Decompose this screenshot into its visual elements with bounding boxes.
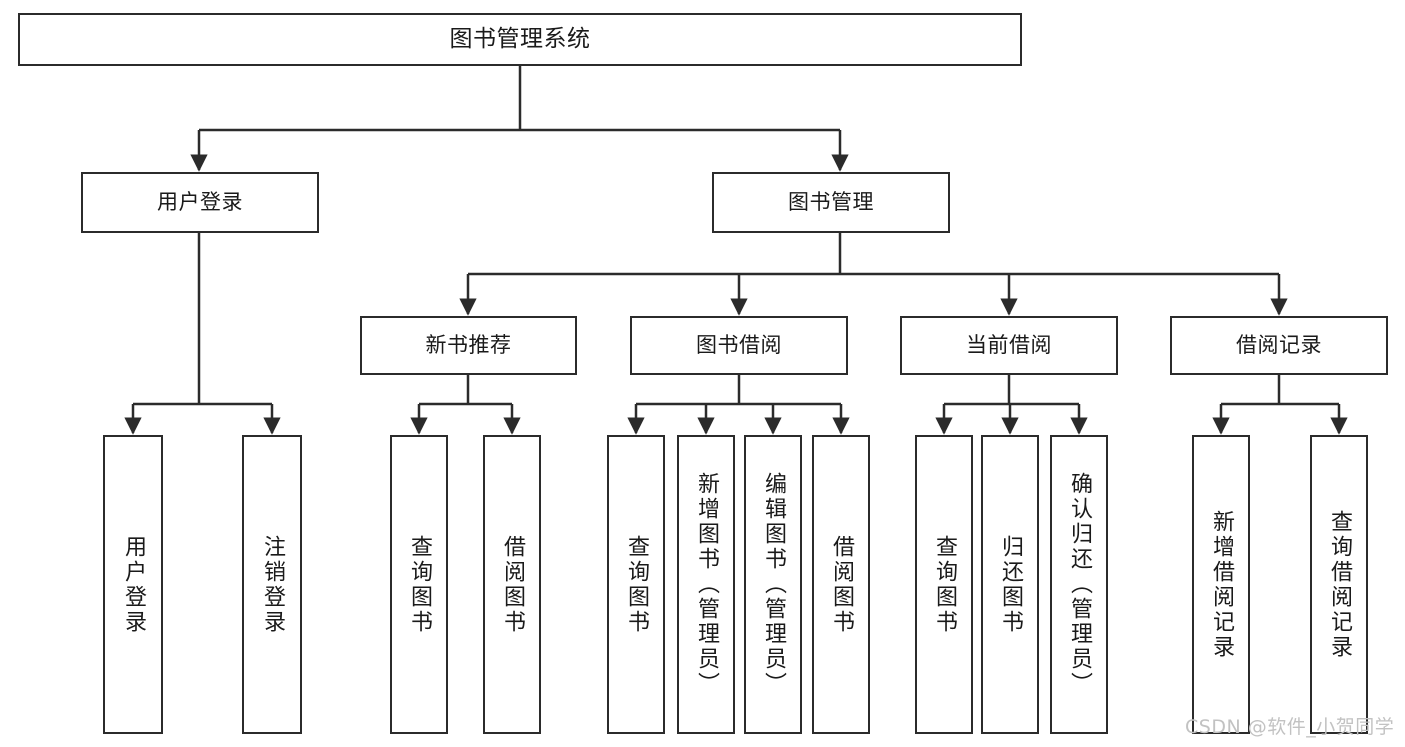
node-label: 图书管理系统: [449, 26, 591, 53]
node-label: 查询图书: [932, 534, 957, 635]
leaf-return-book[interactable]: 归还图书: [981, 435, 1039, 734]
node-label: 用户登录: [121, 534, 146, 635]
node-label: 新增借阅记录: [1209, 509, 1234, 660]
node-label: 借阅记录: [1236, 333, 1322, 358]
leaf-borrow-book[interactable]: 借阅图书: [812, 435, 870, 734]
leaf-query-book-new[interactable]: 查询图书: [390, 435, 448, 734]
leaf-edit-book-admin[interactable]: 编辑图书（管理员）: [744, 435, 802, 734]
node-current-borrow[interactable]: 当前借阅: [900, 316, 1118, 375]
node-label: 用户登录: [157, 190, 243, 215]
node-label: 借阅图书: [500, 534, 525, 635]
leaf-add-borrow-record[interactable]: 新增借阅记录: [1192, 435, 1250, 734]
node-new-book-recommend[interactable]: 新书推荐: [360, 316, 577, 375]
node-book-borrow[interactable]: 图书借阅: [630, 316, 848, 375]
csdn-watermark: CSDN @软件_小贺同学: [1185, 716, 1395, 738]
node-book-manage[interactable]: 图书管理: [712, 172, 950, 233]
node-label: 查询图书: [407, 534, 432, 635]
leaf-query-book-current[interactable]: 查询图书: [915, 435, 973, 734]
node-label: 编辑图书（管理员）: [761, 472, 786, 697]
node-label: 归还图书: [998, 534, 1023, 635]
node-label: 确认归还（管理员）: [1067, 472, 1092, 697]
node-label: 新增图书（管理员）: [694, 472, 719, 697]
node-label: 注销登录: [260, 534, 285, 635]
node-label: 查询图书: [624, 534, 649, 635]
node-label: 新书推荐: [425, 333, 512, 358]
leaf-query-borrow-record[interactable]: 查询借阅记录: [1310, 435, 1368, 734]
leaf-user-login[interactable]: 用户登录: [103, 435, 163, 734]
leaf-query-book-borrow[interactable]: 查询图书: [607, 435, 665, 734]
node-label: 当前借阅: [966, 333, 1052, 358]
node-borrow-record[interactable]: 借阅记录: [1170, 316, 1388, 375]
node-label: 图书管理: [788, 190, 874, 215]
leaf-confirm-return-admin[interactable]: 确认归还（管理员）: [1050, 435, 1108, 734]
leaf-borrow-book-new[interactable]: 借阅图书: [483, 435, 541, 734]
node-root-system[interactable]: 图书管理系统: [18, 13, 1022, 66]
node-label: 图书借阅: [696, 333, 782, 358]
node-user-login[interactable]: 用户登录: [81, 172, 319, 233]
leaf-logout[interactable]: 注销登录: [242, 435, 302, 734]
node-label: 借阅图书: [829, 534, 854, 635]
node-label: 查询借阅记录: [1327, 509, 1352, 660]
leaf-add-book-admin[interactable]: 新增图书（管理员）: [677, 435, 735, 734]
